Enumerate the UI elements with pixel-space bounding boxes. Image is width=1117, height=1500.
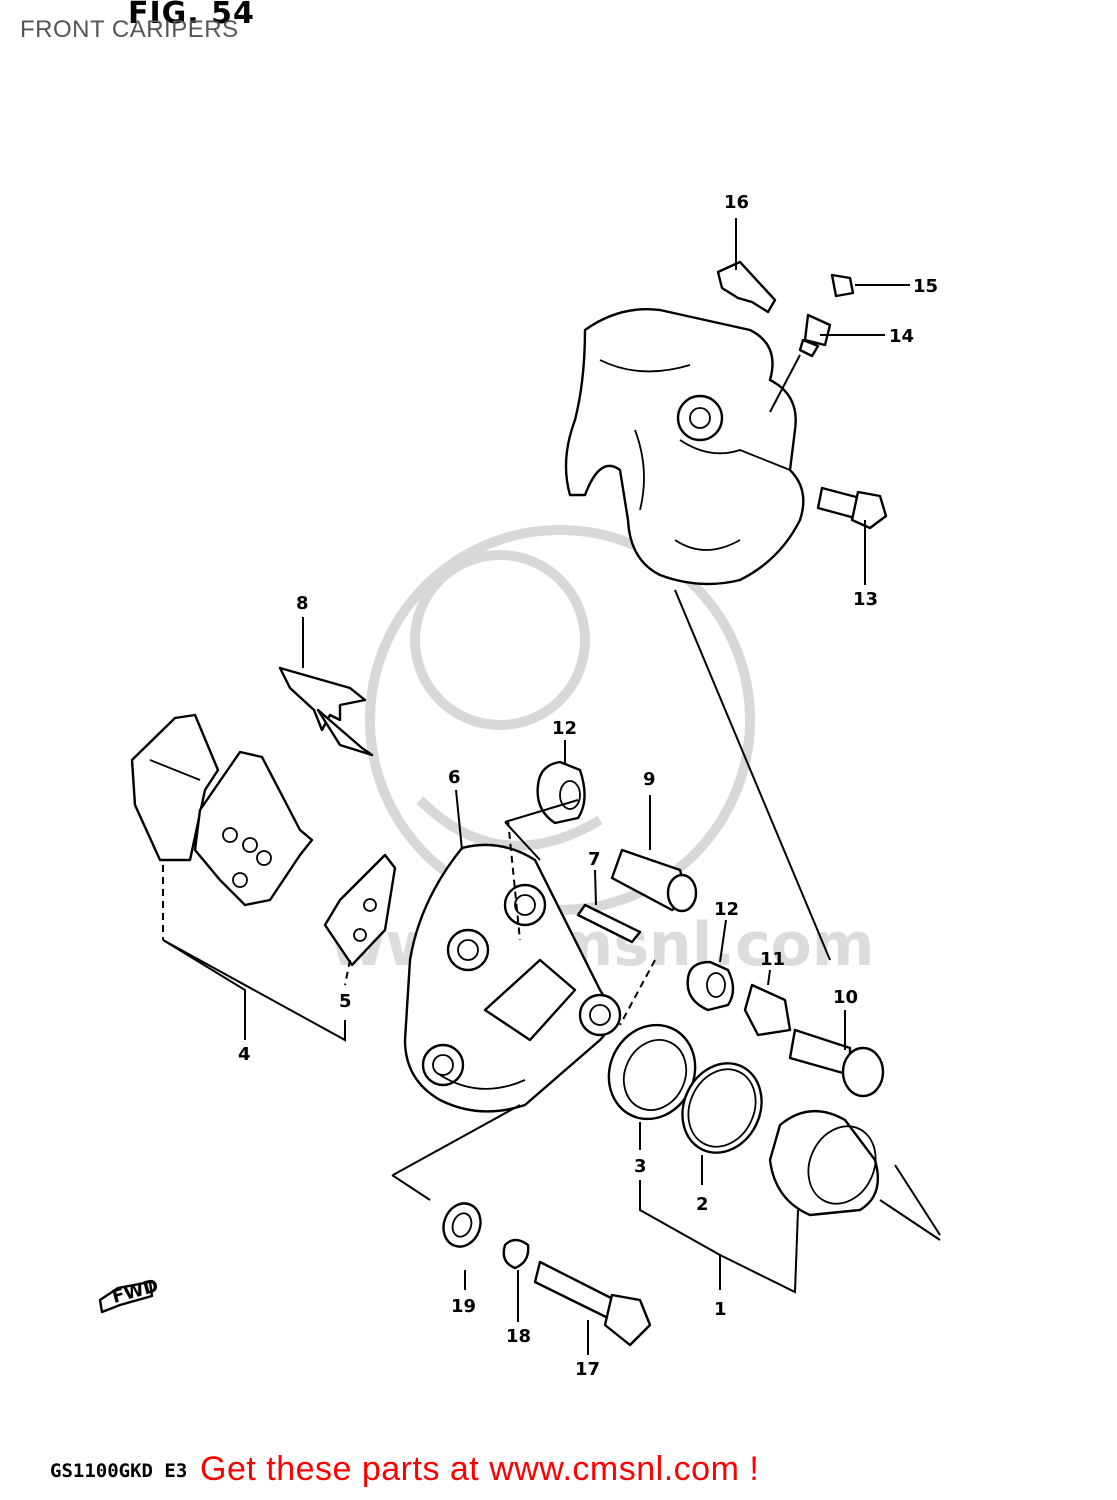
callout-8: 8: [296, 593, 309, 614]
callout-6: 6: [448, 767, 461, 788]
bleeder-cap: [830, 273, 855, 298]
pad-shim: [323, 853, 397, 967]
upper-caliper-body: [564, 308, 805, 586]
dust-seal-2: [681, 1062, 763, 1154]
sleeve-11: [743, 983, 792, 1037]
bleeder-screw: [798, 313, 832, 358]
slide-pin-9: [610, 848, 698, 913]
callout-12-upper: 12: [552, 718, 577, 739]
boot-lower: [686, 960, 735, 1012]
model-code: GS1100GKD E3: [50, 1460, 188, 1482]
mounting-bolt-13: [816, 486, 888, 530]
circlip-18: [502, 1238, 530, 1270]
callout-18: 18: [506, 1326, 531, 1347]
callout-7: 7: [588, 849, 601, 870]
callout-17: 17: [575, 1359, 600, 1380]
slide-pin-10: [788, 1028, 885, 1098]
figure-title: FIG. 54: [128, 0, 255, 31]
callout-15: 15: [913, 276, 938, 297]
pad-pin: [576, 903, 642, 944]
callout-1: 1: [714, 1299, 727, 1320]
callout-14: 14: [889, 326, 914, 347]
callout-19: 19: [451, 1296, 476, 1317]
callout-9: 9: [643, 769, 656, 790]
callout-3: 3: [634, 1156, 647, 1177]
callout-5: 5: [339, 991, 352, 1012]
lower-caliper-body: [403, 843, 622, 1113]
caliper-piston: [768, 1109, 880, 1217]
callout-11: 11: [760, 949, 785, 970]
callout-10: 10: [833, 987, 858, 1008]
boot-upper: [536, 760, 586, 825]
leader-lines: [162, 218, 941, 1355]
figure-subtitle: FRONT CARIPERS: [20, 16, 239, 43]
call-to-action-link[interactable]: Get these parts at www.cmsnl.com !: [200, 1450, 760, 1488]
callout-2: 2: [696, 1194, 709, 1215]
brake-pad-inner: [193, 750, 314, 907]
callout-13: 13: [853, 589, 878, 610]
fwd-label: FWD: [110, 1275, 161, 1307]
caliper-plate: [716, 260, 777, 314]
callout-4: 4: [238, 1044, 251, 1065]
callout-labels: 1 2 3 4 5 6 7 8 9 10 11 12 12 13 14 15 1…: [238, 192, 938, 1380]
callout-16: 16: [724, 192, 749, 213]
caliper-bolt-17: [533, 1260, 652, 1347]
pad-spring-plate: [278, 666, 374, 757]
forward-direction-arrow: FWD: [98, 1275, 161, 1314]
brake-pad-outer: [130, 713, 220, 862]
callout-12-lower: 12: [714, 899, 739, 920]
washer-19: [442, 1202, 482, 1248]
